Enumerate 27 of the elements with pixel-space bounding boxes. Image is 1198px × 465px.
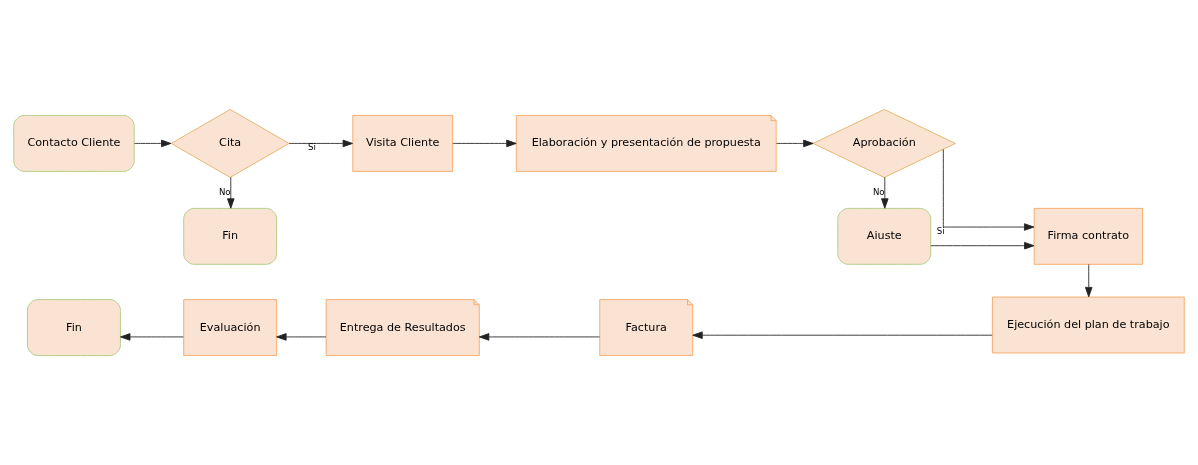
node-box: Contacto Cliente — [13, 115, 135, 172]
node-diamond: Aprobación — [812, 109, 956, 178]
arrow — [276, 333, 327, 341]
node-box: Firma contrato — [1033, 207, 1143, 265]
edge-label: Si — [307, 142, 316, 153]
node-box: Ejecución del plan de trabajo — [991, 296, 1185, 354]
arrow — [478, 333, 600, 341]
arrow — [1085, 264, 1093, 298]
edge-label: No — [218, 186, 231, 197]
node-diamond: Cita — [170, 109, 290, 178]
arrow — [120, 333, 184, 341]
edge-label: Si — [936, 225, 945, 236]
arrow — [775, 139, 814, 148]
arrow — [881, 176, 889, 209]
arrow — [452, 139, 517, 148]
arrow — [692, 331, 993, 339]
node-box: Aiuste — [837, 207, 932, 265]
arrow — [227, 176, 235, 209]
arrow — [930, 241, 1035, 250]
edge-label: No — [872, 186, 885, 197]
arrow — [288, 139, 353, 148]
arrow — [942, 149, 1035, 231]
arrow — [133, 139, 172, 148]
node-box: Fin — [27, 299, 121, 356]
node-box: Visita Cliente — [352, 115, 454, 172]
node-box: Fin — [183, 207, 278, 265]
node-box: Evaluación — [183, 299, 278, 356]
